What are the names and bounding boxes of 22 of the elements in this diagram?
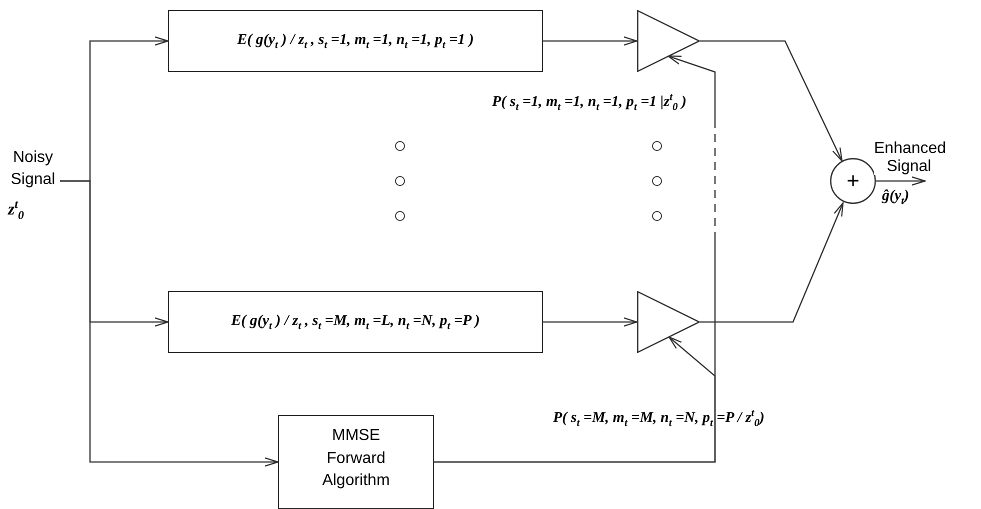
- arrow: [543, 36, 638, 46]
- process-box: [278, 415, 434, 509]
- probability-label: P( s$_{t}$ =1, m$_{t}$ =1, n$_{t}$ =1, p$_{t}$ =1 |z$^{t}$$_{0}$ ): [492, 92, 686, 113]
- edge-label: Enhanced Signal: [874, 140, 944, 176]
- arrow: [700, 40, 843, 162]
- input-label: Noisy Signal: [10, 148, 56, 190]
- expectation-formula: E( g(y$_{t}$ ) / z$_{t}$ , s$_{t}$ =M, m$_{t}$ =L, n$_{t}$ =N, p$_{t}$ =P ): [231, 312, 480, 332]
- arrow: [700, 202, 844, 323]
- arrow: [876, 176, 926, 186]
- arrow: [434, 336, 716, 463]
- arrow: [543, 317, 638, 327]
- estimator-box: [168, 10, 543, 72]
- amplifier-triangle: [637, 10, 700, 72]
- output-symbol: ĝ(y$_{t}$): [882, 188, 910, 207]
- plus-sign: +: [846, 170, 860, 192]
- process-label: MMSE Forward Algorithm: [321, 426, 391, 492]
- expectation-formula: E( g(y$_{t}$ ) / z$_{t}$ , s$_{t}$ =1, m$_{t}$ =1, n$_{t}$ =1, p$_{t}$ =1 ): [237, 32, 474, 50]
- estimator-box: [168, 291, 543, 353]
- probability-label: P( s$_{t}$ =M, m$_{t}$ =M, n$_{t}$ =N, p$_{t}$ =P / z$^{t}$$_{0}$): [553, 408, 764, 429]
- arrow: [60, 180, 279, 467]
- summing-circle: [830, 158, 876, 204]
- amplifier-triangle: [637, 291, 700, 353]
